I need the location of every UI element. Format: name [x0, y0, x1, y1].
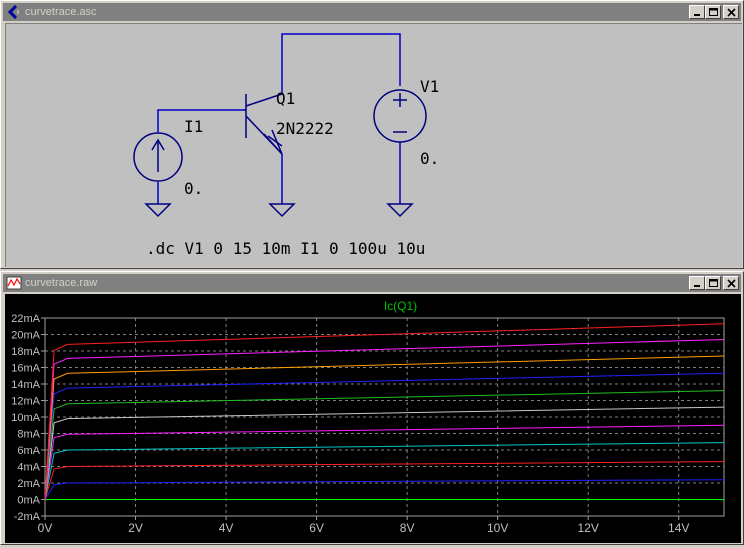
- i1-name[interactable]: I1: [184, 117, 203, 136]
- schematic-title: curvetrace.asc: [25, 6, 97, 18]
- plot-window[interactable]: curvetrace.raw -2mA 0mA 2mA 4mA 6mA 8mA 10mA 12…: [0, 271, 744, 545]
- series-line[interactable]: [44, 339, 725, 500]
- x-tick-label: 2V: [128, 521, 143, 535]
- y-tick-label: 18mA: [11, 346, 40, 358]
- close-button[interactable]: [723, 5, 739, 19]
- schematic-icon: [6, 4, 22, 20]
- i1-value[interactable]: 0.: [184, 179, 203, 198]
- x-tick-label: 4V: [219, 521, 234, 535]
- series-line[interactable]: [44, 424, 725, 500]
- plot-canvas[interactable]: -2mA 0mA 2mA 4mA 6mA 8mA 10mA 12mA 14mA 16mA 18mA 2…: [5, 294, 741, 543]
- maximize-button[interactable]: [705, 5, 721, 19]
- minimize-icon: [694, 285, 700, 287]
- y-tick-label: 10mA: [11, 412, 40, 424]
- y-tick-label: 20mA: [11, 330, 40, 342]
- series-line[interactable]: [44, 479, 725, 500]
- schematic-titlebar[interactable]: curvetrace.asc: [3, 3, 741, 21]
- y-tick-label: 14mA: [11, 379, 40, 391]
- transistor-q1[interactable]: [244, 93, 283, 155]
- schematic-window[interactable]: curvetrace.asc: [0, 0, 744, 269]
- x-tick-label: 14V: [668, 521, 689, 535]
- q1-model[interactable]: 2N2222: [276, 119, 334, 138]
- x-tick-label: 10V: [487, 521, 508, 535]
- minimize-button[interactable]: [689, 5, 705, 19]
- maximize-icon: [709, 279, 718, 287]
- series-line[interactable]: [44, 442, 725, 500]
- y-tick-label: -2mA: [14, 511, 41, 523]
- ground-v1: [386, 203, 414, 218]
- current-source-i1[interactable]: [133, 132, 183, 182]
- y-tick-label: 8mA: [17, 429, 40, 441]
- close-button[interactable]: [723, 276, 739, 290]
- x-tick-label: 0V: [38, 521, 53, 535]
- y-tick-label: 6mA: [17, 445, 40, 457]
- series-line[interactable]: [44, 355, 725, 500]
- v1-name[interactable]: V1: [420, 77, 439, 96]
- wires: [157, 33, 401, 204]
- close-icon: [727, 8, 736, 17]
- ground-q1: [268, 203, 296, 218]
- q1-name[interactable]: Q1: [276, 89, 295, 108]
- plot-title: curvetrace.raw: [25, 277, 98, 289]
- y-tick-label: 4mA: [17, 462, 40, 474]
- minimize-button[interactable]: [689, 276, 705, 290]
- x-tick-label: 8V: [400, 521, 415, 535]
- x-tick-label: 6V: [309, 521, 324, 535]
- v1-value[interactable]: 0.: [420, 149, 439, 168]
- waveform-icon: [6, 275, 22, 291]
- series-line[interactable]: [44, 390, 725, 500]
- y-tick-label: 22mA: [11, 313, 40, 325]
- close-icon: [727, 279, 736, 288]
- ic-plot[interactable]: -2mA 0mA 2mA 4mA 6mA 8mA 10mA 12mA 14mA 16mA 18mA 2…: [5, 294, 741, 543]
- ground-i1: [144, 203, 172, 218]
- series-line[interactable]: [44, 406, 725, 500]
- maximize-icon: [709, 8, 718, 16]
- series-line[interactable]: [44, 461, 725, 500]
- x-tick-label: 12V: [578, 521, 599, 535]
- plot-titlebar[interactable]: curvetrace.raw: [3, 274, 741, 292]
- series-line[interactable]: [44, 323, 725, 500]
- series-line[interactable]: [44, 372, 725, 500]
- y-tick-label: 2mA: [17, 478, 40, 490]
- y-tick-label: 12mA: [11, 396, 40, 408]
- y-tick-label: 0mA: [17, 495, 40, 507]
- y-tick-label: 16mA: [11, 363, 40, 375]
- dc-directive[interactable]: .dc V1 0 15 10m I1 0 100u 10u: [146, 239, 425, 258]
- trace-title[interactable]: Ic(Q1): [384, 299, 417, 313]
- minimize-icon: [694, 14, 700, 16]
- schematic-canvas[interactable]: Q1 2N2222 I1 0. V1 0. .dc V1 0 15 10m I1…: [5, 23, 742, 267]
- voltage-source-v1[interactable]: [373, 89, 427, 143]
- maximize-button[interactable]: [705, 276, 721, 290]
